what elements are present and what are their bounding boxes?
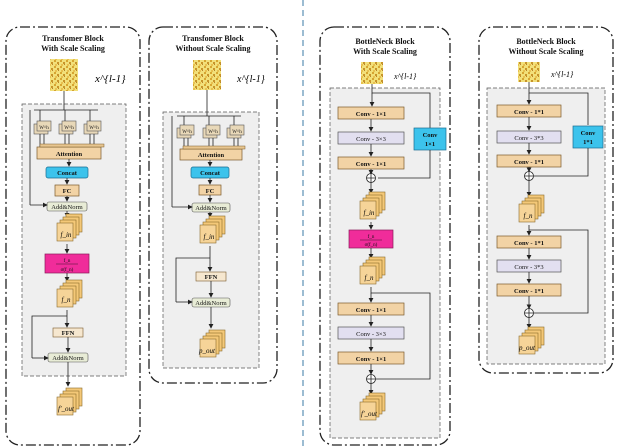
panel-title-line1: Transfomer Block	[182, 34, 244, 43]
f-in-label: f_in	[61, 231, 72, 239]
svg-text:Conv - 1×1: Conv - 1×1	[356, 161, 386, 168]
panel-title-line2: With Scale Scaling	[41, 44, 105, 53]
svg-text:Conv - 1*1: Conv - 1*1	[514, 240, 544, 247]
panel-title-line1: BottleNeck Block	[516, 37, 576, 46]
svg-text:Add&Norm: Add&Norm	[51, 204, 82, 211]
svg-text:1*1: 1*1	[583, 139, 593, 146]
panel-bottleneck-scale: BottleNeck Block With Scale Scaling x^{l…	[319, 26, 451, 446]
svg-text:FFN: FFN	[205, 274, 218, 281]
svg-text:Conv - 1×1: Conv - 1×1	[356, 356, 386, 363]
svg-text:W^h: W^h	[232, 130, 242, 135]
svg-text:Conv: Conv	[581, 130, 597, 137]
svg-text:Conv - 1*1: Conv - 1*1	[514, 288, 544, 295]
sum-node-2	[524, 308, 534, 318]
svg-text:f_n: f_n	[64, 259, 71, 264]
svg-text:Concat: Concat	[57, 170, 78, 177]
panel-title-line2: With Scale Scaling	[353, 47, 417, 56]
svg-text:FFN: FFN	[62, 330, 75, 337]
input-label: x^{l-1}	[94, 73, 126, 85]
panel-title-line2: Without Scale Scaling	[509, 47, 584, 56]
p-out-label: p_out	[518, 344, 536, 352]
f-n-label: f_n	[62, 296, 71, 304]
f-out-label: f'_out	[361, 410, 378, 418]
svg-text:Conv - 3*3: Conv - 3*3	[514, 135, 543, 142]
f-in-label: f_in	[204, 233, 215, 241]
f-n-label: f_n	[524, 212, 533, 220]
svg-text:Conv - 1*1: Conv - 1*1	[514, 159, 544, 166]
panel-title-line1: BottleNeck Block	[355, 37, 415, 46]
panel-title-line1: Transfomer Block	[42, 34, 104, 43]
svg-text:σ(f_n): σ(f_n)	[61, 268, 74, 273]
svg-text:Attention: Attention	[56, 151, 83, 158]
panel-transformer-scale: Transfomer Block With Scale Scaling x^{l…	[5, 26, 141, 446]
svg-text:FC: FC	[63, 188, 72, 195]
svg-text:Conv - 3×3: Conv - 3×3	[356, 136, 386, 143]
sum-node-2	[366, 374, 376, 384]
panel-title-line2: Without Scale Scaling	[176, 44, 251, 53]
svg-text:Add&Norm: Add&Norm	[195, 205, 226, 212]
svg-text:Concat: Concat	[200, 170, 221, 177]
svg-text:Conv - 1×1: Conv - 1×1	[356, 307, 386, 314]
f-in-label: f_in	[364, 209, 375, 217]
svg-text:Conv - 1*1: Conv - 1*1	[514, 109, 544, 116]
svg-text:W^h: W^h	[64, 126, 74, 131]
svg-text:Attention: Attention	[198, 152, 225, 159]
sum-node	[524, 171, 534, 181]
sum-node	[366, 173, 376, 183]
svg-text:W^h: W^h	[39, 126, 49, 131]
svg-text:FC: FC	[206, 188, 215, 195]
svg-text:Add&Norm: Add&Norm	[52, 355, 83, 362]
svg-text:f_n: f_n	[368, 235, 375, 240]
panel-transformer-noscale: Transfomer Block Without Scale Scaling x…	[148, 26, 278, 384]
f-out-label: f'_out	[58, 405, 75, 413]
attention-heads: W^h W^h W^h	[33, 120, 102, 135]
svg-text:1×1: 1×1	[425, 141, 435, 148]
input-label: x^{l-1}	[393, 72, 417, 81]
input-label: x^{l-1}	[236, 74, 265, 85]
panel-bottleneck-noscale: BottleNeck Block Without Scale Scaling x…	[478, 26, 614, 374]
svg-text:σ(f_n): σ(f_n)	[365, 243, 378, 248]
p-out-label: p_out	[198, 347, 216, 355]
svg-text:Conv - 3×3: Conv - 3×3	[356, 331, 386, 338]
input-feature-map	[361, 62, 383, 84]
svg-text:Add&Norm: Add&Norm	[195, 300, 226, 307]
attention-heads: W^h W^h W^h	[176, 124, 245, 139]
svg-text:W^h: W^h	[182, 130, 192, 135]
f-n-label: f_n	[365, 274, 374, 282]
svg-text:Conv - 3*3: Conv - 3*3	[514, 264, 543, 271]
input-feature-map	[193, 60, 221, 90]
input-feature-map	[50, 59, 78, 91]
svg-text:Conv - 1×1: Conv - 1×1	[356, 111, 386, 118]
svg-text:W^h: W^h	[208, 130, 218, 135]
svg-text:W^h: W^h	[89, 126, 99, 131]
input-label: x^{l-1}	[550, 70, 574, 79]
input-feature-map	[518, 62, 540, 82]
svg-text:Conv: Conv	[423, 132, 439, 139]
